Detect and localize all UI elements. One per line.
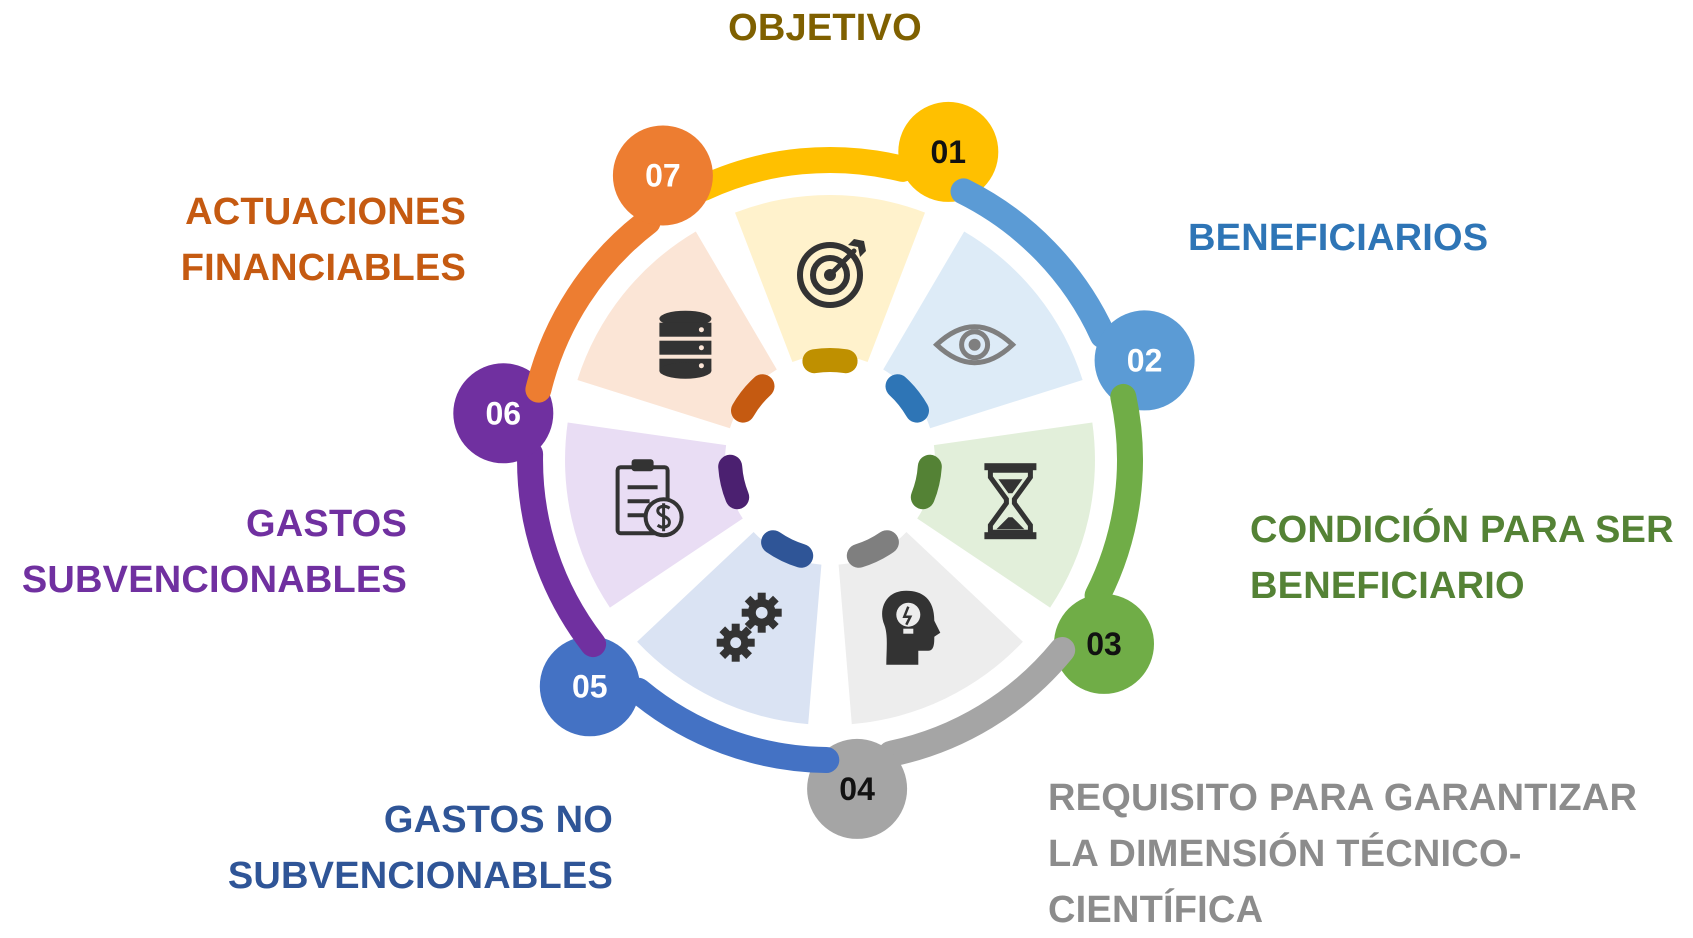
segment-05-inner-arc [761, 530, 814, 568]
target-icon [797, 239, 866, 308]
segment-01-number-circle [898, 101, 999, 202]
label-04-line-1: REQUISITO PARA GARANTIZAR [1048, 777, 1638, 819]
segment-07-outer-arc [525, 208, 661, 403]
segment-06-outer-arc [517, 441, 607, 658]
gears-icon [716, 592, 782, 662]
label-03: CONDICIÓN PARA SER BENEFICIARIO [1250, 502, 1674, 614]
segment-06: 06 [453, 363, 750, 658]
label-07: ACTUACIONES FINANCIABLES [100, 184, 466, 296]
label-06: GASTOS SUBVENCIONABLES [0, 496, 407, 608]
label-01-line-1: OBJETIVO [728, 7, 922, 49]
label-06-line-1: GASTOS [246, 503, 407, 545]
clipboard-dollar-icon [615, 459, 684, 538]
label-02: BENEFICIARIOS [1188, 210, 1488, 266]
segment-04-number: 04 [839, 771, 875, 807]
segment-03-number: 03 [1086, 626, 1122, 662]
segment-05-number-circle [539, 636, 640, 737]
segment-06-inner-arc [718, 454, 750, 510]
label-01: OBJETIVO [640, 0, 1010, 56]
label-04-line-3: CIENTÍFICA [1048, 889, 1264, 931]
segment-03-outer-arc [1084, 383, 1143, 609]
segment-02-inner-arc [885, 374, 929, 423]
label-03-line-2: BENEFICIARIO [1250, 565, 1525, 607]
label-05-line-2: SUBVENCIONABLES [227, 855, 613, 897]
segment-05-number: 05 [572, 668, 608, 704]
segment-01-inner-arc [802, 347, 858, 374]
segment-07-number: 07 [645, 158, 681, 194]
segment-05-panel [637, 532, 822, 725]
segment-02: 02 [883, 178, 1195, 429]
segment-07-inner-arc [731, 374, 775, 423]
label-04-line-2: LA DIMENSIÓN TÉCNICO- [1048, 833, 1522, 875]
segment-01-outer-arc [690, 147, 916, 202]
segment-02-number: 02 [1127, 342, 1163, 378]
segment-04: 04 [807, 530, 1076, 839]
label-04: REQUISITO PARA GARANTIZAR LA DIMENSIÓN T… [1048, 770, 1637, 938]
segment-03-inner-arc [910, 454, 942, 510]
label-02-line-1: BENEFICIARIOS [1188, 217, 1489, 259]
segment-03-panel [917, 422, 1095, 608]
lightbulb-head-icon [882, 590, 941, 665]
segment-06-number: 06 [486, 395, 522, 431]
label-05: GASTOS NO SUBVENCIONABLES [200, 792, 613, 904]
segment-02-outer-arc [950, 178, 1116, 349]
label-06-line-2: SUBVENCIONABLES [21, 559, 407, 601]
segment-03-number-circle [1054, 593, 1154, 694]
segment-04-inner-arc [846, 530, 899, 568]
segment-07: 07 [525, 125, 777, 429]
segment-01: 01 [690, 101, 999, 374]
segment-04-outer-arc [877, 637, 1076, 767]
segment-01-number: 01 [931, 134, 967, 170]
hourglass-icon [984, 463, 1037, 540]
eye-icon [932, 324, 1017, 366]
segment-05-outer-arc [625, 677, 840, 773]
database-icon [659, 310, 712, 379]
label-07-line-1: ACTUACIONES [185, 191, 466, 233]
segment-03: 03 [910, 383, 1154, 694]
label-03-line-1: CONDICIÓN PARA SER [1250, 509, 1674, 551]
label-07-line-2: FINANCIABLES [180, 247, 466, 289]
segment-07-number-circle [612, 125, 713, 226]
label-05-line-1: GASTOS NO [383, 799, 613, 841]
segment-05: 05 [539, 530, 840, 773]
